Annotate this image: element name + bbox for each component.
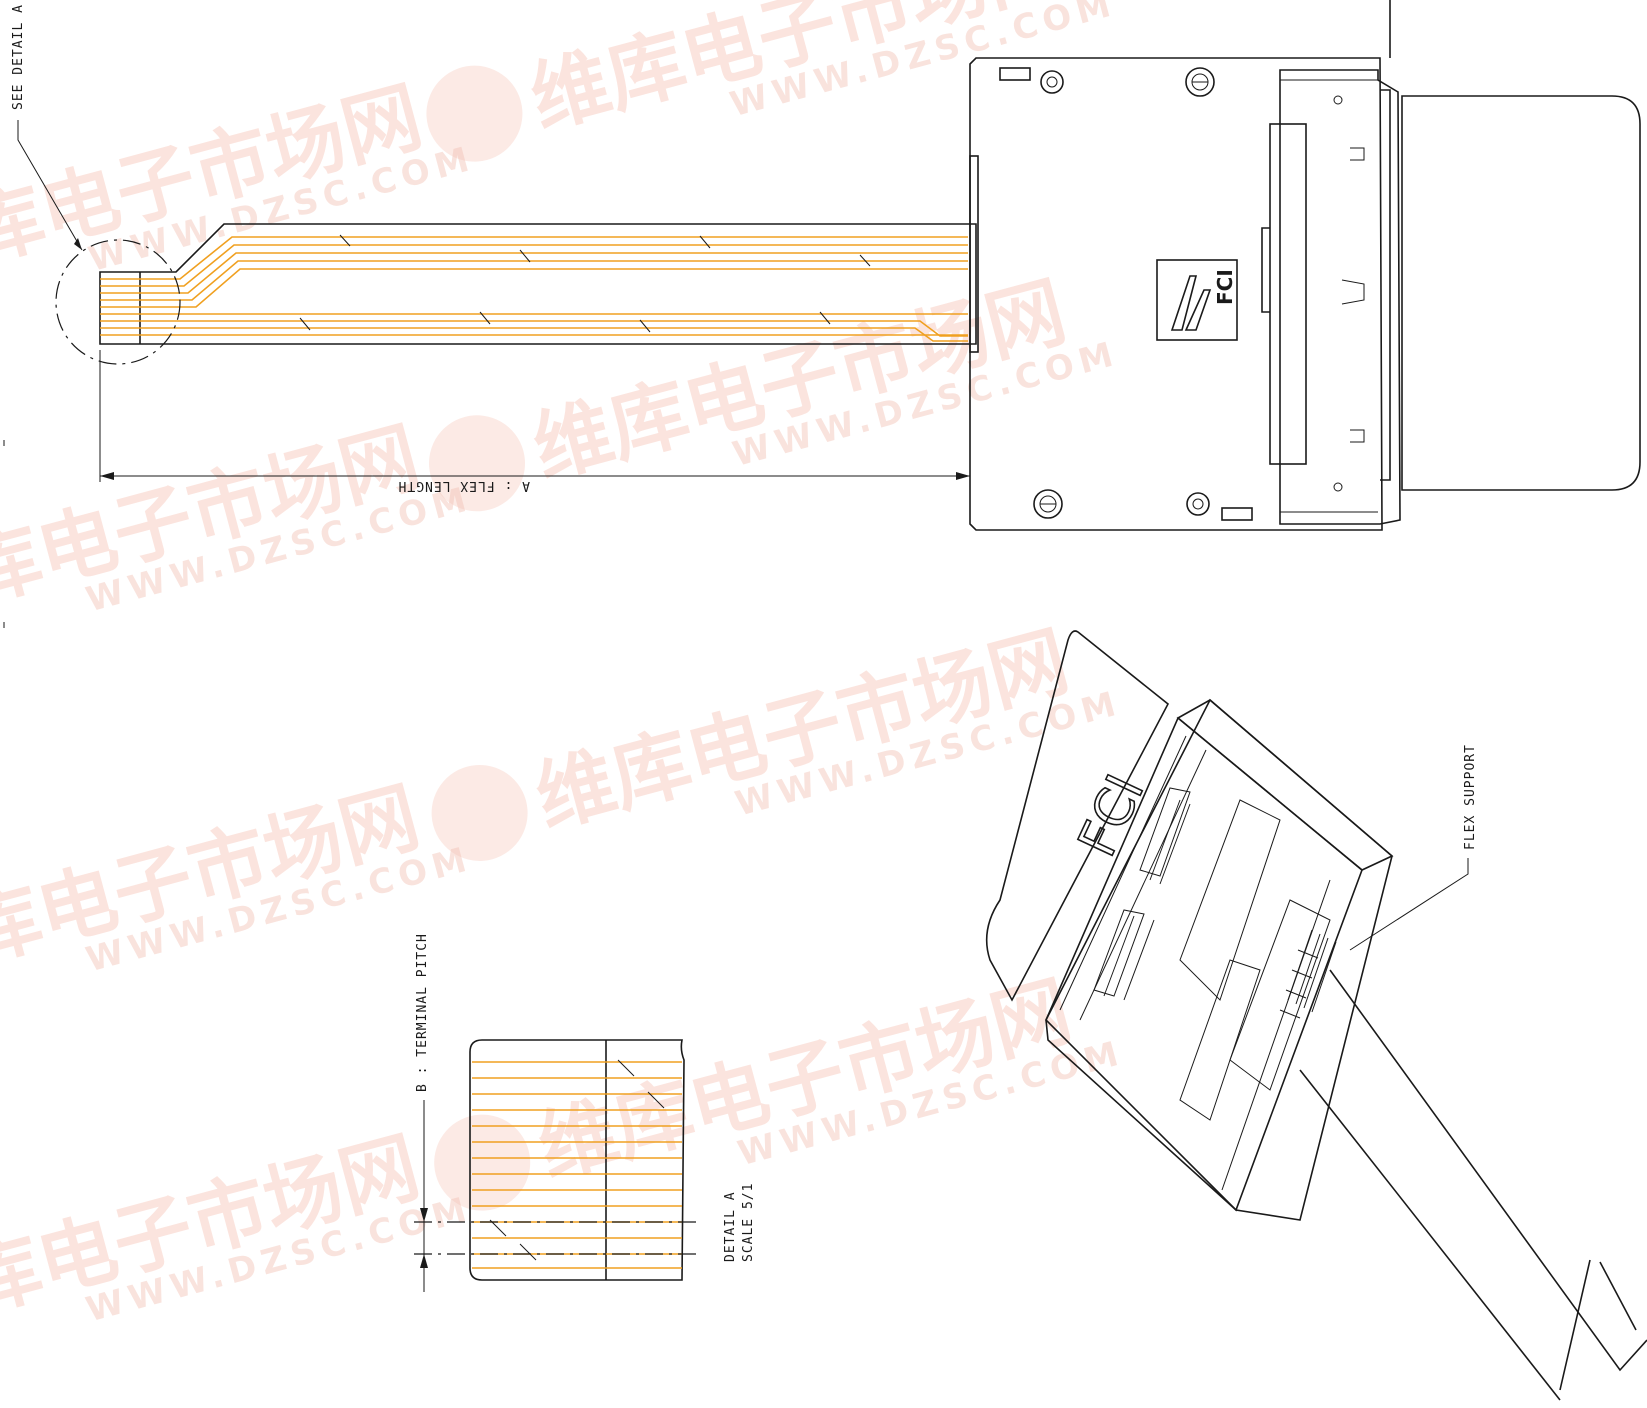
flex-cable-top-view: SEE DETAIL A A : FLEX LENGTH (11, 4, 977, 493)
flex-support-leader (1349, 858, 1469, 951)
flex-traces (100, 236, 968, 342)
flex-length-label: A : FLEX LENGTH (398, 478, 530, 493)
iso-fci-logo: FCI (1067, 766, 1156, 865)
watermark-2: 维库电子市场网 WWW.DZSC.COM (0, 72, 479, 300)
detail-scale: SCALE 5/1 (741, 1183, 756, 1262)
iso-contacts (1279, 929, 1337, 1019)
detail-circle (55, 239, 181, 365)
mating-card (1401, 95, 1641, 491)
terminal-pitch-label: B : TERMINAL PITCH (415, 933, 430, 1092)
flex-support-label: FLEX SUPPORT (1463, 744, 1478, 850)
connector-top-view: FCI (969, 0, 1641, 531)
detail-a: B : TERMINAL PITCH DETAIL A SCALE 5/1 (414, 933, 756, 1292)
trace-marks (299, 234, 871, 333)
see-detail-label: SEE DETAIL A (11, 4, 26, 110)
watermark-layer: 维库电子市场网 WWW.DZSC.COM 维库电子市场网 WWW.DZSC.CO… (0, 0, 1128, 1350)
watermark-1: 维库电子市场网 WWW.DZSC.COM (426, 0, 1120, 162)
fci-logo-box (1156, 259, 1238, 341)
isometric-view: FCI FLEX SUPPORT (985, 630, 1647, 1401)
detail-leader (17, 120, 83, 251)
watermark-3: 维库电子市场网 WWW.DZSC.COM (429, 267, 1123, 512)
watermark-4: 维库电子市场网 WWW.DZSC.COM (0, 412, 476, 640)
watermark-8: 维库电子市场网 WWW.DZSC.COM (0, 1122, 476, 1350)
detail-title: DETAIL A (723, 1191, 738, 1262)
watermark-6: 维库电子市场网 WWW.DZSC.COM (0, 772, 476, 1000)
fci-logo-text: FCI (1213, 269, 1237, 305)
iso-card (985, 630, 1170, 1002)
watermark-5: 维库电子市场网 WWW.DZSC.COM (431, 617, 1126, 861)
